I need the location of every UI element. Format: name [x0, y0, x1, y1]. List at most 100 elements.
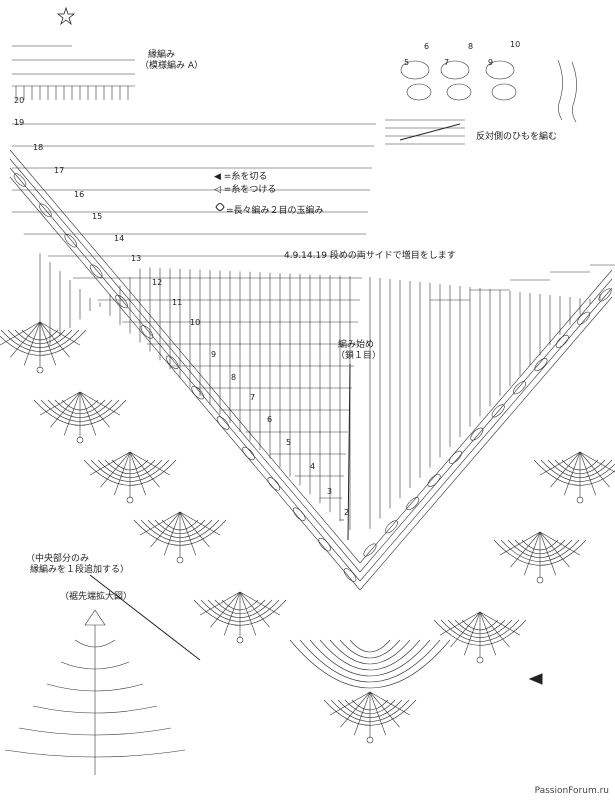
- fan-spoke: [510, 531, 541, 568]
- fan-spoke: [479, 611, 497, 656]
- row-number: 11: [172, 298, 183, 307]
- fan-spoke: [369, 691, 400, 728]
- fan-spoke: [239, 591, 257, 636]
- wavy-line: [571, 61, 577, 123]
- center-note-2: 縁編みを１段追加する）: [30, 565, 130, 575]
- puff-stitch-petal: [242, 446, 255, 461]
- picot: [76, 436, 84, 444]
- row-number: 4: [310, 462, 316, 471]
- row-number: 17: [54, 166, 65, 175]
- puff-stitch-petal: [427, 473, 441, 487]
- tie-number: 10: [510, 40, 521, 49]
- fan-spoke: [129, 451, 147, 496]
- center-fan-arc: [299, 639, 441, 683]
- fan-spoke: [63, 391, 81, 436]
- center-fan-arc: [339, 639, 401, 659]
- fan-spoke: [479, 611, 520, 636]
- fan-spoke: [463, 611, 481, 656]
- center-fan-arc: [319, 639, 421, 671]
- center-fan-arc: [309, 639, 431, 677]
- fan-spoke: [540, 451, 581, 476]
- puff-stitch-petal: [318, 537, 331, 552]
- puff-stitch-petal: [491, 404, 505, 418]
- tie-number: 8: [468, 42, 474, 51]
- cut-yarn-icon: [528, 673, 543, 685]
- row-number: 16: [74, 190, 85, 199]
- shawl-body-grid: [12, 45, 615, 531]
- puff-stitch-petal: [384, 520, 398, 534]
- legend-puff-stitch: =長々編み２目の玉編み: [226, 206, 324, 216]
- wavy-line: [557, 59, 563, 121]
- band-line-left: [9, 158, 361, 573]
- fan-spoke: [500, 531, 541, 556]
- row-number: 15: [92, 212, 103, 221]
- fan-spoke: [239, 591, 280, 616]
- fan-spoke: [239, 591, 270, 628]
- fan-spoke: [79, 391, 97, 436]
- fan-spoke: [140, 511, 181, 536]
- picot: [36, 366, 44, 374]
- fan-spoke: [79, 391, 110, 428]
- fan-spoke: [0, 321, 41, 346]
- picot: [476, 656, 484, 664]
- fan-spoke: [129, 451, 160, 488]
- band-line-left: [9, 167, 361, 582]
- fan-spoke: [539, 531, 570, 568]
- start-label-1: 編み始め: [338, 340, 375, 350]
- fan-spoke: [539, 531, 580, 556]
- tie-string-chart: [385, 59, 577, 145]
- puff-stitch-petal: [292, 507, 306, 521]
- row-number: 6: [267, 415, 273, 424]
- picot: [576, 496, 584, 504]
- fan-spoke: [340, 691, 371, 728]
- tip-detail-label: （裾先端拡大図）: [60, 592, 133, 602]
- puff-stitch-petal: [267, 477, 281, 491]
- star-icon: [56, 6, 76, 26]
- puff-stitch-petal: [513, 381, 527, 395]
- fan-spoke: [90, 451, 131, 476]
- picot: [126, 496, 134, 504]
- fan-spoke: [223, 591, 241, 636]
- band-line-right: [359, 278, 613, 573]
- tie-loop: [485, 60, 515, 80]
- fan-spoke: [563, 451, 581, 496]
- puff-stitch-petal: [448, 450, 462, 464]
- band-line-right: [359, 269, 613, 564]
- row-number: 20: [14, 96, 25, 105]
- row-number: 13: [131, 254, 142, 263]
- tie-number: 7: [444, 58, 450, 67]
- puff-stitch-petal: [191, 386, 204, 400]
- fan-spoke: [179, 511, 197, 556]
- tie-number: 5: [404, 58, 410, 67]
- edging-bands: [9, 149, 613, 591]
- tie-loop: [440, 60, 470, 80]
- puff-stitch-petal: [343, 568, 357, 582]
- band-line-right: [359, 296, 613, 591]
- row-number: 7: [250, 393, 256, 402]
- fan-spoke: [479, 611, 510, 648]
- band-line-right: [359, 287, 613, 582]
- row-number: 18: [33, 143, 44, 152]
- fan-spoke: [210, 591, 241, 628]
- tie-number: 9: [488, 58, 494, 67]
- band-line-left: [9, 176, 361, 591]
- fan-spoke: [550, 451, 581, 488]
- fan-arc: [533, 459, 615, 486]
- watermark: PassionForum.ru: [534, 786, 609, 796]
- puff-stitch-petal: [577, 311, 591, 325]
- fan-spoke: [179, 511, 210, 548]
- puff-stitch-petal: [555, 334, 569, 348]
- fan-spoke: [23, 321, 41, 366]
- fan-spoke: [200, 591, 241, 616]
- band-line-left: [9, 149, 361, 564]
- fan-spoke: [50, 391, 81, 428]
- puff-stitch-petal: [64, 234, 78, 248]
- leader-line: [89, 574, 201, 661]
- puff-stitch-icon: [215, 203, 225, 211]
- puff-stitch-petal: [534, 358, 548, 372]
- fan-spoke: [39, 321, 80, 346]
- fan-spoke: [353, 691, 371, 736]
- picot: [536, 576, 544, 584]
- chart-marks: [56, 6, 543, 685]
